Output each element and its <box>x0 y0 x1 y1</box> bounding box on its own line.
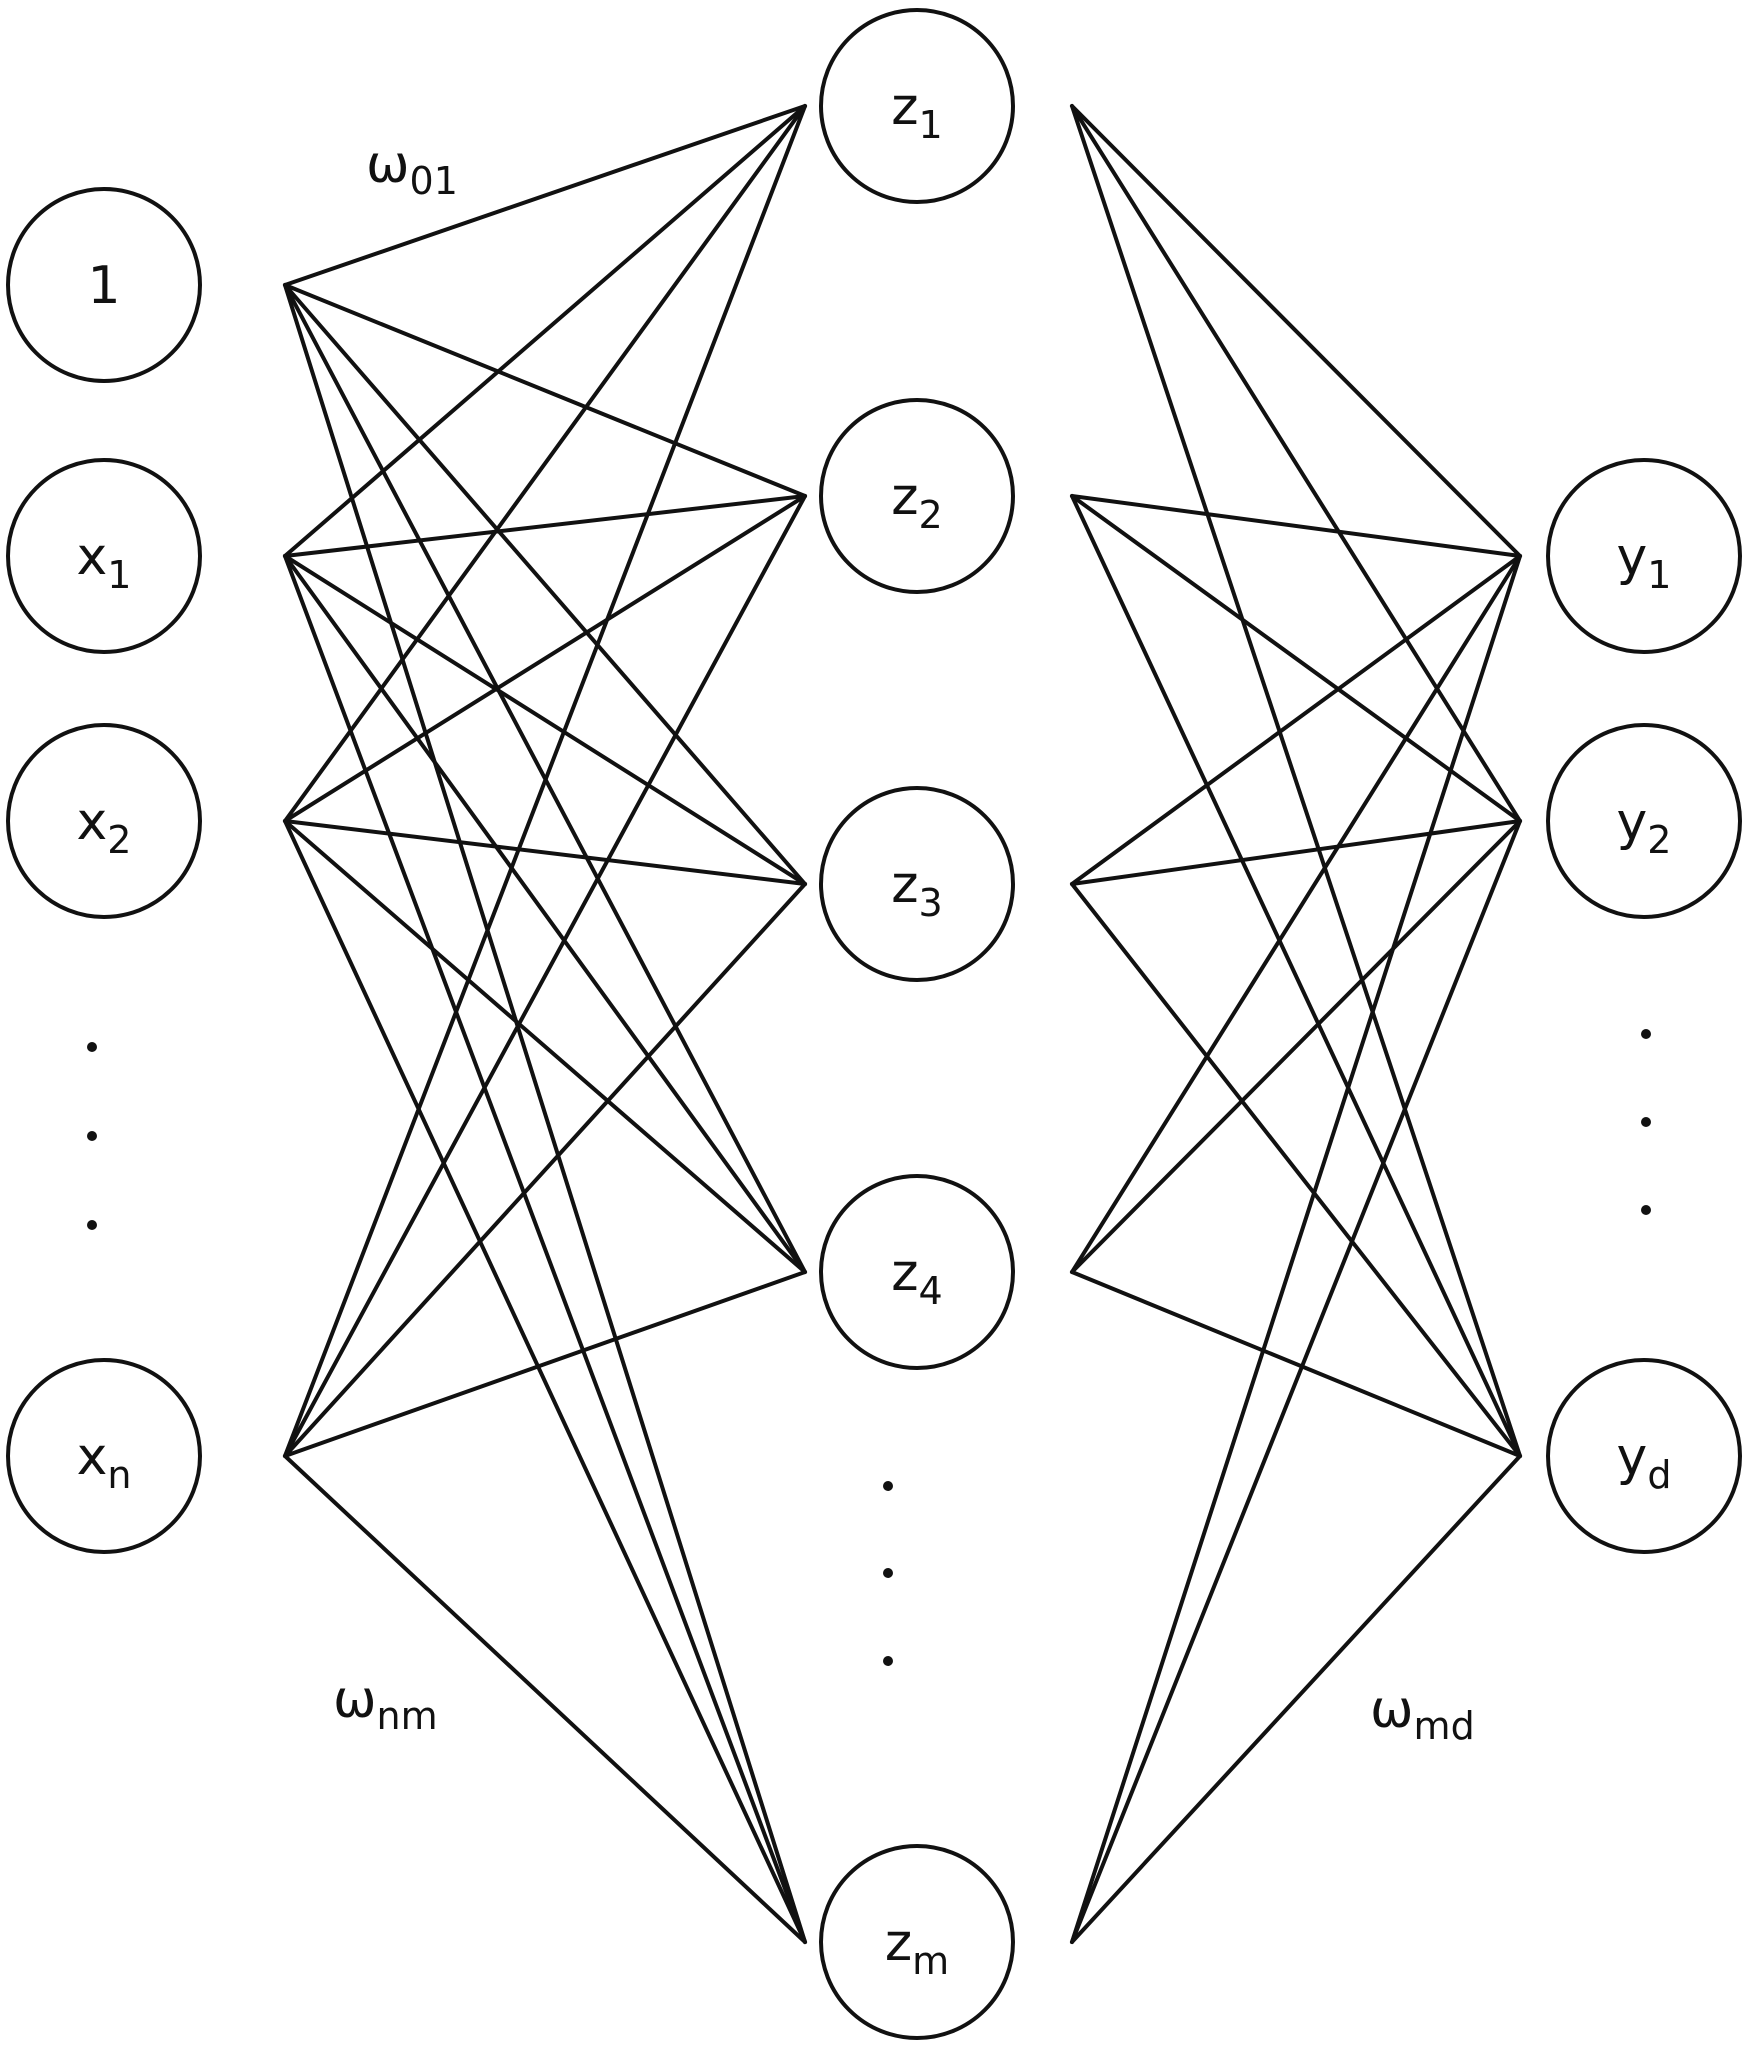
node-x1-label: x1 <box>77 527 132 597</box>
weight-label-wmd: ωmd <box>1370 1680 1475 1748</box>
weight-label-wnm: ωnm <box>333 1670 438 1738</box>
edge-x1-z4 <box>283 554 807 1274</box>
edge-z3-y2 <box>1070 819 1522 886</box>
node-bias-circle <box>6 187 202 383</box>
hidden-ellipsis-dot <box>883 1656 893 1666</box>
node-x2: x2 <box>6 723 202 919</box>
output-ellipsis-dot <box>1641 1117 1651 1127</box>
output-ellipsis-dot <box>1641 1029 1651 1039</box>
edge-zm-y2 <box>1070 819 1522 1944</box>
node-yd-label: yd <box>1617 1427 1672 1497</box>
hidden-to-output-edges <box>1070 104 1522 1944</box>
node-x1-circle <box>6 458 202 654</box>
node-z3-circle <box>819 786 1015 982</box>
node-z4-label: z4 <box>891 1243 942 1313</box>
edge-bias-zm <box>283 283 807 1944</box>
edge-x1-z1 <box>283 104 807 558</box>
edge-xn-z2 <box>283 494 807 1458</box>
input-ellipsis-dot <box>87 1131 97 1141</box>
edge-x1-zm <box>283 554 807 1944</box>
edge-xn-z1 <box>283 104 807 1458</box>
node-yd: yd <box>1546 1358 1742 1554</box>
edge-bias-z1 <box>283 104 807 287</box>
edge-z2-y1 <box>1070 494 1522 558</box>
edge-xn-z3 <box>283 882 807 1458</box>
node-zm-label: zm <box>885 1913 949 1983</box>
edge-xn-zm <box>283 1454 807 1944</box>
node-xn-circle <box>6 1358 202 1554</box>
edge-x1-z3 <box>283 554 807 886</box>
node-z2-label: z2 <box>891 467 942 537</box>
edge-z3-y1 <box>1070 554 1522 886</box>
weight-label-w01: ω01 <box>366 135 458 203</box>
node-y2-circle <box>1546 723 1742 919</box>
node-z1-label: z1 <box>891 77 942 147</box>
hidden-ellipsis-dot <box>883 1481 893 1491</box>
node-z1: z1 <box>819 8 1015 204</box>
edge-x2-z4 <box>283 819 807 1274</box>
edge-x2-z2 <box>283 494 807 823</box>
edge-z4-yd <box>1070 1270 1522 1458</box>
edge-z1-y1 <box>1070 104 1522 558</box>
node-z4: z4 <box>819 1174 1015 1370</box>
edge-x2-z1 <box>283 104 807 823</box>
edge-z4-y1 <box>1070 554 1522 1274</box>
input-ellipsis-dot <box>87 1220 97 1230</box>
node-y1: y1 <box>1546 458 1742 654</box>
edge-x2-zm <box>283 819 807 1944</box>
node-z1-circle <box>819 8 1015 204</box>
ellipsis-dots <box>87 1029 1651 1666</box>
node-yd-circle <box>1546 1358 1742 1554</box>
node-x1: x1 <box>6 458 202 654</box>
node-z2: z2 <box>819 398 1015 594</box>
node-bias: 1 <box>6 187 202 383</box>
edge-zm-y1 <box>1070 554 1522 1944</box>
node-bias-label: 1 <box>87 256 120 316</box>
node-xn-label: xn <box>77 1427 132 1497</box>
node-zm: zm <box>819 1844 1015 2040</box>
node-y1-label: y1 <box>1617 527 1672 597</box>
edge-x1-z2 <box>283 494 807 558</box>
node-x2-circle <box>6 723 202 919</box>
nodes: 1 x1 x2 xn z1 z2 z3 z4 zm y1 y2 yd <box>6 8 1742 2040</box>
node-y2: y2 <box>1546 723 1742 919</box>
node-zm-circle <box>819 1844 1015 2040</box>
edge-bias-z3 <box>283 283 807 886</box>
edge-z2-y2 <box>1070 494 1522 823</box>
edge-xn-z4 <box>283 1270 807 1458</box>
output-ellipsis-dot <box>1641 1205 1651 1215</box>
node-y1-circle <box>1546 458 1742 654</box>
node-x2-label: x2 <box>77 792 132 862</box>
edge-z4-y2 <box>1070 819 1522 1274</box>
node-z2-circle <box>819 398 1015 594</box>
weight-labels: ω01 ωnm ωmd <box>333 135 1475 1748</box>
node-z3-label: z3 <box>891 855 942 925</box>
edge-x2-z3 <box>283 819 807 886</box>
edge-zm-yd <box>1070 1454 1522 1944</box>
node-z3: z3 <box>819 786 1015 982</box>
edge-z1-yd <box>1070 104 1522 1458</box>
node-xn: xn <box>6 1358 202 1554</box>
input-to-hidden-edges <box>283 104 807 1944</box>
edge-z2-yd <box>1070 494 1522 1458</box>
node-y2-label: y2 <box>1617 792 1672 862</box>
edge-z1-y2 <box>1070 104 1522 823</box>
edge-z3-yd <box>1070 882 1522 1458</box>
node-z4-circle <box>819 1174 1015 1370</box>
input-ellipsis-dot <box>87 1042 97 1052</box>
hidden-ellipsis-dot <box>883 1568 893 1578</box>
edge-bias-z2 <box>283 283 807 498</box>
